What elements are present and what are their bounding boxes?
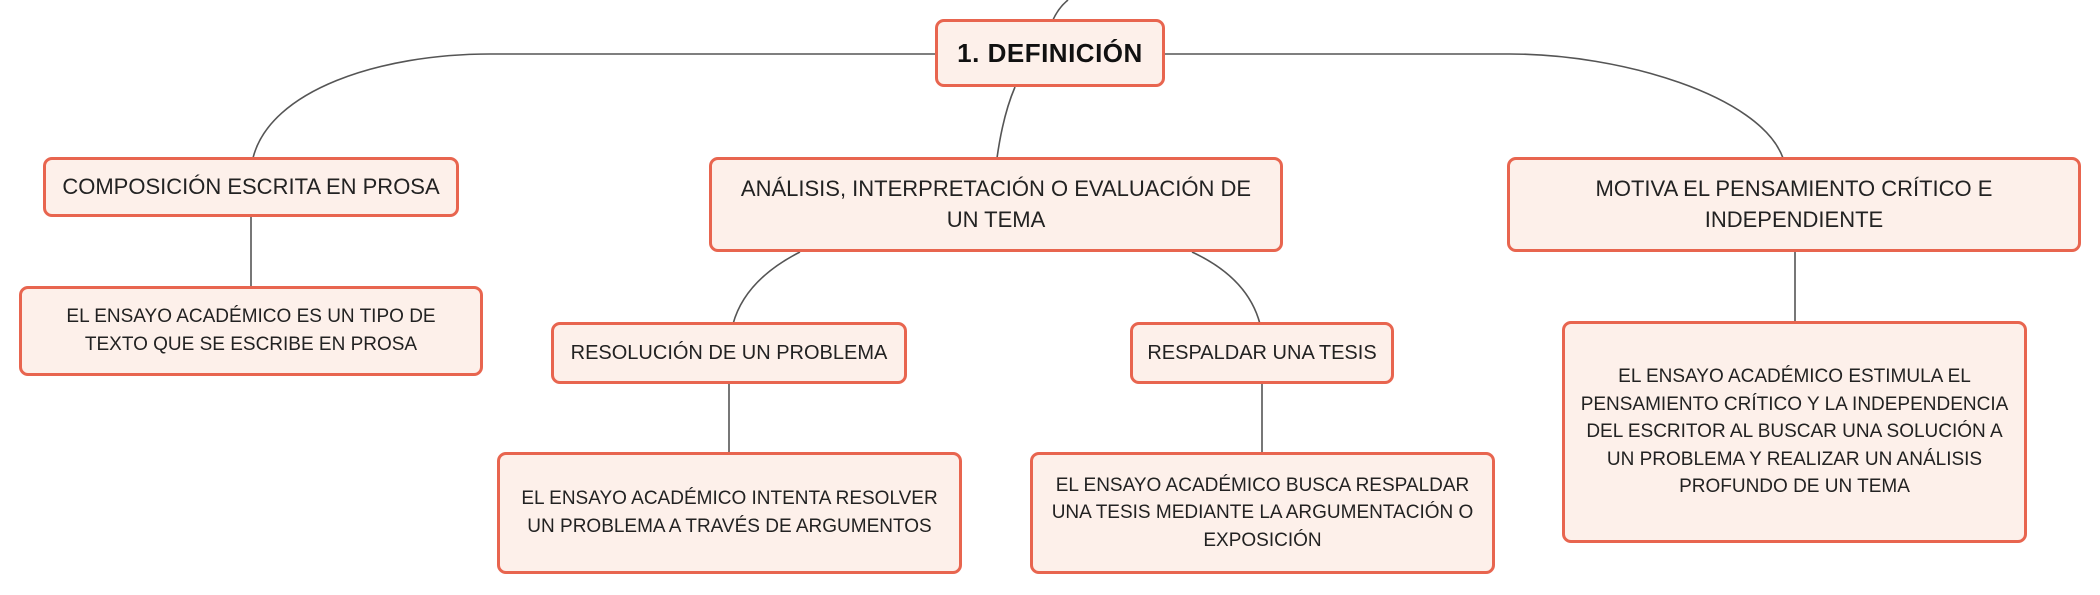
branch-center-label: ANÁLISIS, INTERPRETACIÓN O EVALUACIÓN DE… <box>740 175 1252 232</box>
center-child-thesis-label: RESPALDAR UNA TESIS <box>1147 342 1377 364</box>
root-node-label: 1. DEFINICIÓN <box>957 37 1143 68</box>
branch-left-detail-node[interactable]: EL ENSAYO ACADÉMICO ES UN TIPO DE TEXTO … <box>19 286 483 376</box>
connector-center-to-problem <box>732 251 801 325</box>
root-node[interactable]: 1. DEFINICIÓN <box>935 19 1165 87</box>
center-child-thesis-detail-text: EL ENSAYO ACADÉMICO BUSCA RESPALDAR UNA … <box>1051 474 1474 551</box>
branch-right-label: MOTIVA EL PENSAMIENTO CRÍTICO E INDEPEND… <box>1595 175 1993 232</box>
connector-root-to-left <box>252 53 938 159</box>
connector-root-to-right <box>1162 53 1784 159</box>
branch-left-node[interactable]: COMPOSICIÓN ESCRITA EN PROSA <box>43 157 459 217</box>
center-child-problem-node[interactable]: RESOLUCIÓN DE UN PROBLEMA <box>551 322 907 384</box>
center-child-thesis-node[interactable]: RESPALDAR UNA TESIS <box>1130 322 1394 384</box>
connector-center-to-thesis <box>1191 251 1261 325</box>
branch-left-detail-text: EL ENSAYO ACADÉMICO ES UN TIPO DE TEXTO … <box>66 306 436 355</box>
center-child-problem-detail-node[interactable]: EL ENSAYO ACADÉMICO INTENTA RESOLVER UN … <box>497 452 962 574</box>
branch-left-label: COMPOSICIÓN ESCRITA EN PROSA <box>62 173 440 199</box>
branch-right-detail-node[interactable]: EL ENSAYO ACADÉMICO ESTIMULA EL PENSAMIE… <box>1562 321 2027 543</box>
branch-right-node[interactable]: MOTIVA EL PENSAMIENTO CRÍTICO E INDEPEND… <box>1507 157 2081 252</box>
center-child-problem-label: RESOLUCIÓN DE UN PROBLEMA <box>570 342 888 364</box>
branch-right-detail-text: EL ENSAYO ACADÉMICO ESTIMULA EL PENSAMIE… <box>1580 366 2009 498</box>
branch-center-node[interactable]: ANÁLISIS, INTERPRETACIÓN O EVALUACIÓN DE… <box>709 157 1283 252</box>
connector-root-to-center <box>996 86 1016 159</box>
center-child-problem-detail-text: EL ENSAYO ACADÉMICO INTENTA RESOLVER UN … <box>521 488 938 537</box>
center-child-thesis-detail-node[interactable]: EL ENSAYO ACADÉMICO BUSCA RESPALDAR UNA … <box>1030 452 1495 574</box>
